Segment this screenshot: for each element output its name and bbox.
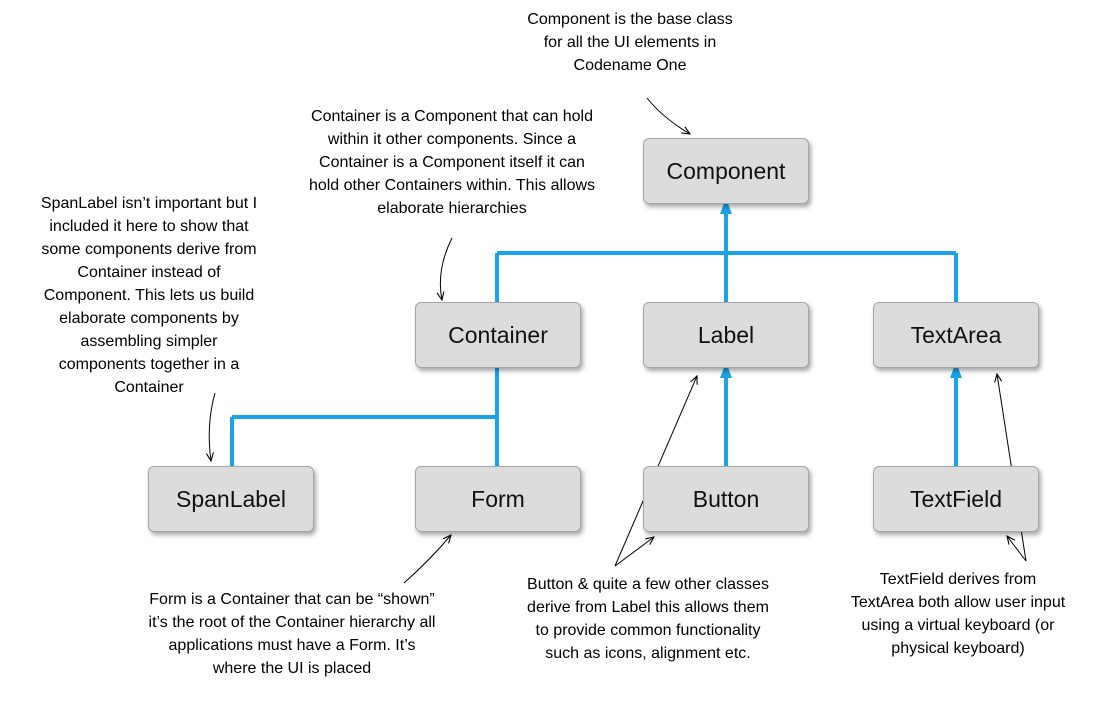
container-node[interactable]: Container bbox=[415, 302, 581, 368]
annotation-line: elaborate components by bbox=[59, 310, 239, 327]
annotation-line: it’s the root of the Container hierarchy… bbox=[148, 614, 436, 631]
spanlabel-node[interactable]: SpanLabel bbox=[148, 466, 314, 532]
annotation-line: applications must have a Form. It’s bbox=[168, 637, 416, 654]
annotation-arrow-form bbox=[403, 535, 451, 584]
annotation-line: for all the UI elements in bbox=[543, 34, 717, 51]
annotation-line: some components derive from bbox=[41, 241, 257, 258]
annotation-arrow-spanlabel bbox=[209, 392, 216, 461]
spanlabel-annotation: SpanLabel isn’t important but I included… bbox=[8, 192, 290, 399]
annotation-line: SpanLabel isn’t important but I bbox=[40, 195, 258, 212]
annotation-arrow-container bbox=[440, 237, 453, 300]
annotation-line: elaborate hierarchies bbox=[377, 200, 527, 217]
annotation-arrow-component bbox=[646, 97, 690, 134]
annotation-line: Container instead of bbox=[77, 264, 221, 281]
arrowhead-to-textarea bbox=[950, 362, 962, 378]
annotation-line: using a virtual keyboard (or bbox=[861, 617, 1055, 634]
textfield-annotation: TextField derives from TextArea both all… bbox=[818, 568, 1097, 660]
annotation-line: Component is the base class bbox=[527, 11, 733, 28]
annotation-arrow-textfield-to-textfield bbox=[1007, 536, 1027, 562]
component-node[interactable]: Component bbox=[643, 138, 809, 204]
annotation-line: assembling simpler bbox=[80, 333, 218, 350]
annotation-line: hold other Containers within. This allow… bbox=[308, 177, 596, 194]
form-node[interactable]: Form bbox=[415, 466, 581, 532]
annotation-line: Form is a Container that can be “shown” bbox=[149, 591, 435, 608]
arrowhead-to-component bbox=[720, 198, 732, 214]
annotation-line: Container is a Component that can hold bbox=[311, 108, 593, 125]
arrowhead-to-label bbox=[720, 362, 732, 378]
annotation-line: where the UI is placed bbox=[212, 660, 372, 677]
textarea-node[interactable]: TextArea bbox=[873, 302, 1039, 368]
annotation-line: physical keyboard) bbox=[891, 640, 1025, 657]
annotation-arrow-button-to-button bbox=[614, 537, 654, 567]
annotation-line: Button & quite a few other classes bbox=[527, 576, 769, 593]
component-annotation: Component is the base class for all the … bbox=[490, 8, 770, 77]
annotation-line: components together in a bbox=[58, 356, 240, 373]
annotation-line: such as icons, alignment etc. bbox=[545, 645, 751, 662]
button-annotation: Button & quite a few other classes deriv… bbox=[498, 573, 798, 665]
annotation-line: included it here to show that bbox=[49, 218, 249, 235]
annotation-line: within it other components. Since a bbox=[327, 131, 577, 148]
annotation-line: TextArea both allow user input bbox=[850, 594, 1066, 611]
annotation-line: Codename One bbox=[573, 57, 687, 74]
button-node[interactable]: Button bbox=[643, 466, 809, 532]
annotation-line: Container bbox=[114, 379, 184, 396]
annotation-line: TextField derives from bbox=[879, 571, 1037, 588]
label-node[interactable]: Label bbox=[643, 302, 809, 368]
annotation-line: Component. This lets us build bbox=[43, 287, 255, 304]
annotation-line: Container is a Component itself it can bbox=[319, 154, 585, 171]
form-annotation: Form is a Container that can be “shown” … bbox=[108, 588, 476, 680]
textfield-node[interactable]: TextField bbox=[873, 466, 1039, 532]
container-annotation: Container is a Component that can hold w… bbox=[270, 105, 634, 220]
annotation-line: to provide common functionality bbox=[535, 622, 761, 639]
annotation-line: derive from Label this allows them bbox=[527, 599, 769, 616]
